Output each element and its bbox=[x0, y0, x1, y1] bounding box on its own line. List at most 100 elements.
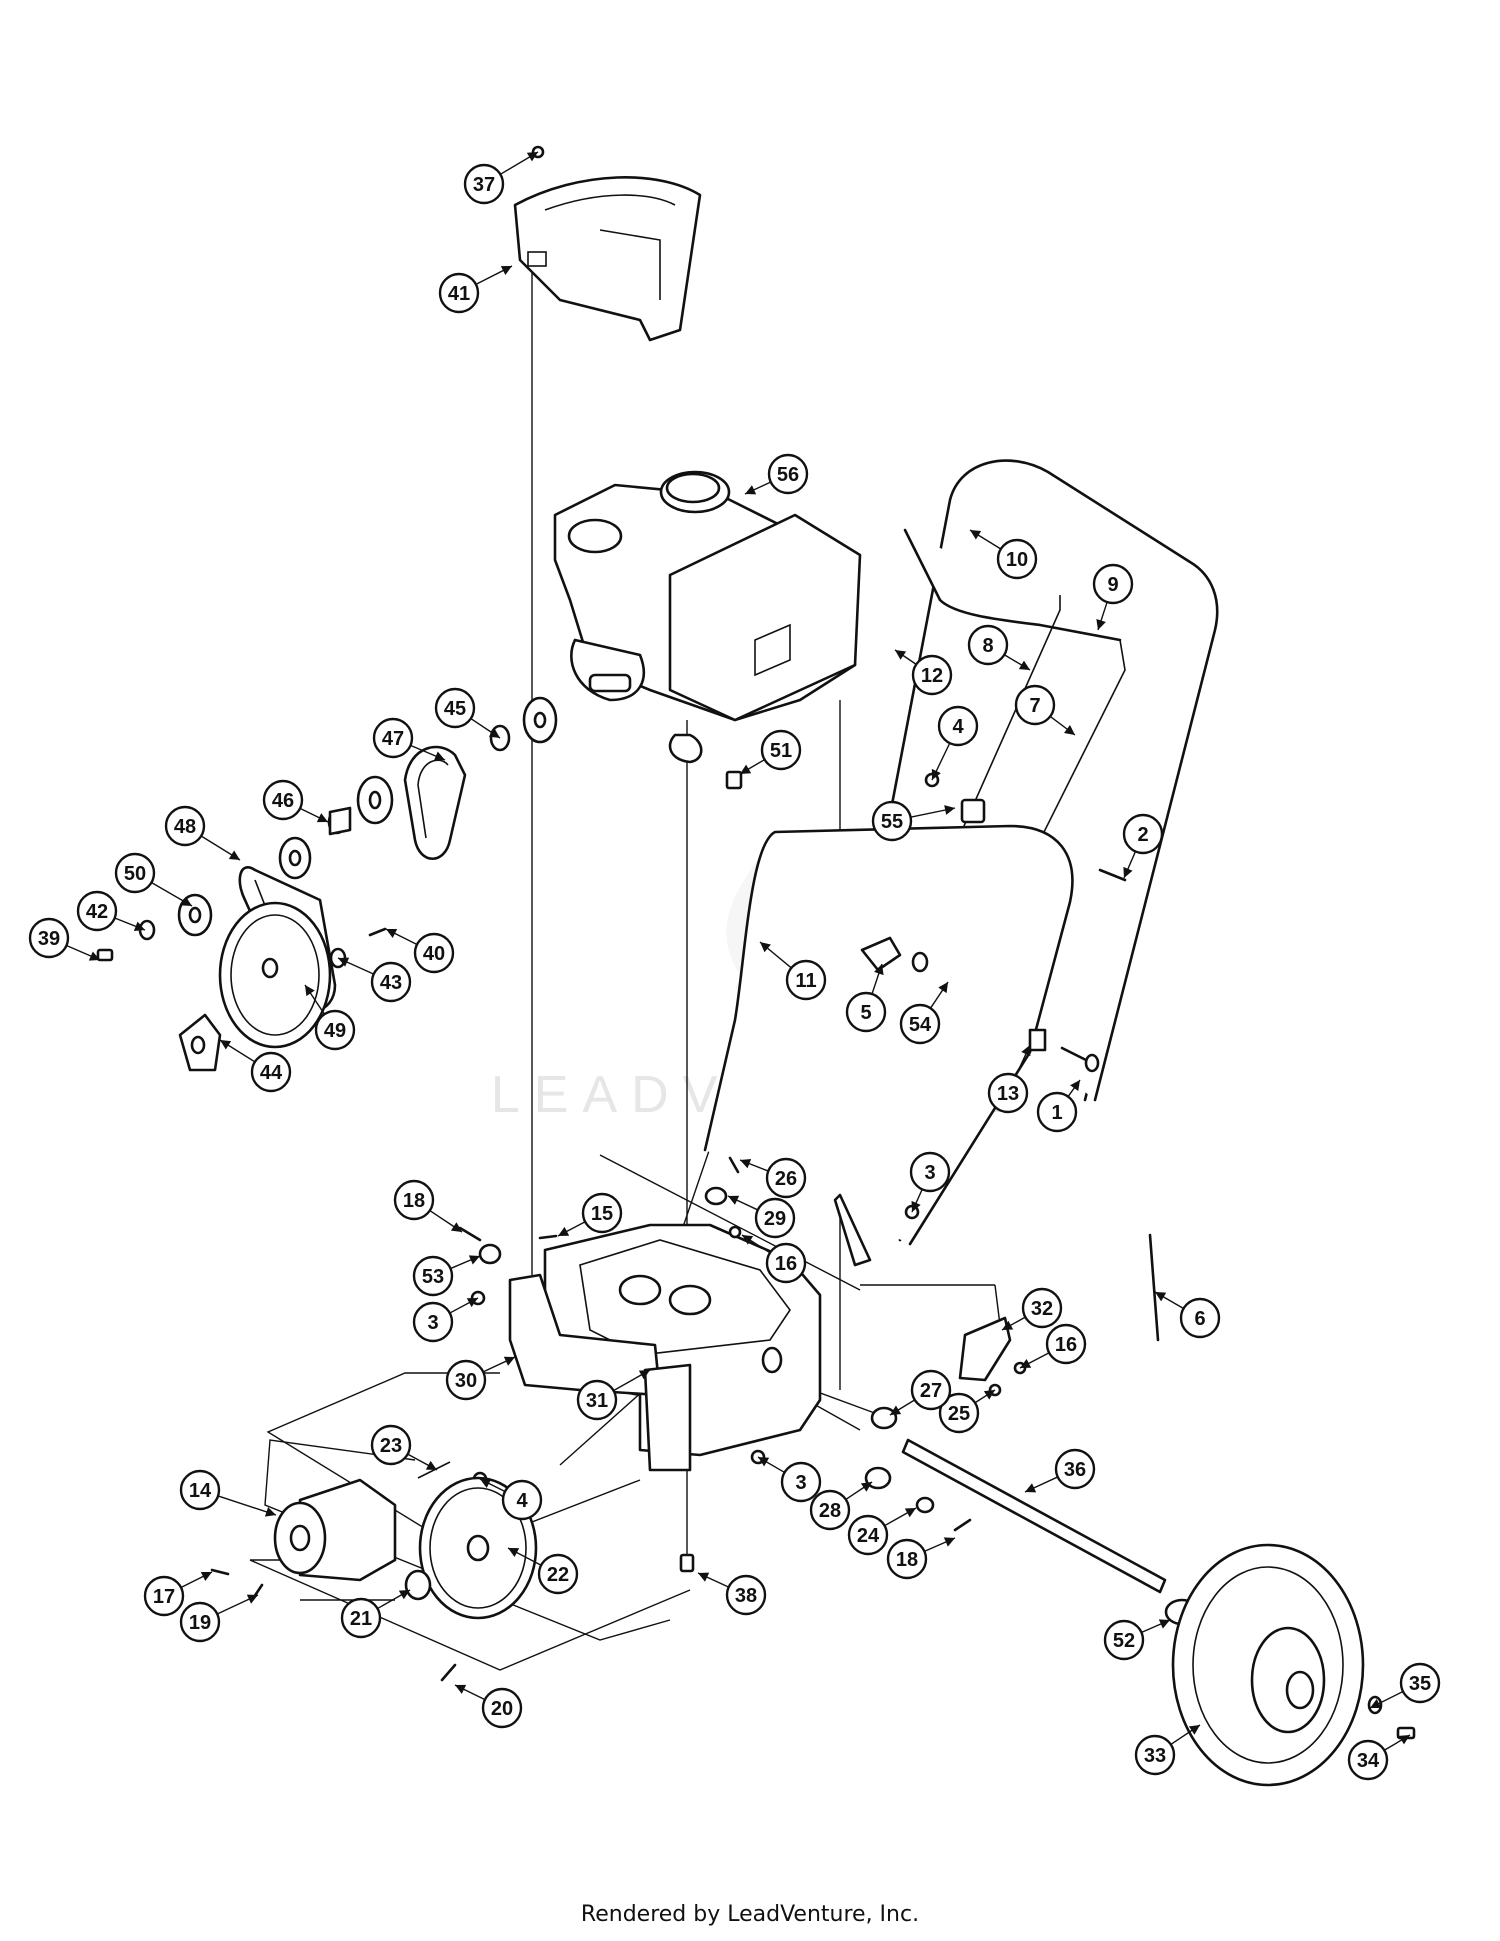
callout-43: 43 bbox=[337, 957, 412, 1003]
callout-arrowhead bbox=[740, 764, 752, 774]
footer-text: Rendered by LeadVenture, Inc. bbox=[580, 1902, 920, 1927]
callout-arrowhead bbox=[455, 1684, 467, 1694]
callout-45: 45 bbox=[434, 687, 501, 739]
callout-circle bbox=[765, 1242, 807, 1284]
callout-number: 1 bbox=[1051, 1102, 1062, 1124]
callout-circle bbox=[937, 705, 979, 747]
callout-28: 28 bbox=[809, 1481, 873, 1531]
callout-arrowhead bbox=[1370, 1699, 1382, 1708]
callout-23: 23 bbox=[370, 1424, 438, 1471]
callout-number: 7 bbox=[1029, 695, 1040, 717]
part-8-cable bbox=[939, 595, 1061, 881]
part-36-axle bbox=[901, 1438, 1167, 1594]
callout-41: 41 bbox=[438, 265, 513, 314]
callout-arrowhead bbox=[1002, 1320, 1014, 1330]
callout-circle bbox=[886, 1538, 928, 1580]
callout-circle bbox=[760, 729, 802, 771]
callout-number: 32 bbox=[1031, 1298, 1053, 1320]
part-40-bolt bbox=[368, 927, 387, 937]
callout-arrowhead bbox=[503, 1356, 515, 1366]
callout-40: 40 bbox=[385, 928, 455, 974]
callout-circle bbox=[847, 1514, 889, 1556]
callout-number: 16 bbox=[775, 1253, 797, 1275]
callout-number: 14 bbox=[189, 1480, 212, 1502]
callout-circle bbox=[871, 800, 913, 842]
callout-9: 9 bbox=[1092, 563, 1134, 631]
callout-3: 3 bbox=[412, 1297, 479, 1343]
callout-circle bbox=[1036, 1091, 1078, 1133]
callout-number: 28 bbox=[819, 1500, 841, 1522]
callout-number: 44 bbox=[260, 1062, 283, 1084]
callout-8: 8 bbox=[967, 624, 1031, 671]
part-56-engine bbox=[553, 470, 862, 764]
callout-circle bbox=[434, 687, 476, 729]
callout-number: 21 bbox=[350, 1608, 372, 1630]
part-32-bracket bbox=[958, 1316, 1012, 1382]
callout-22: 22 bbox=[507, 1547, 579, 1595]
part-20-pin bbox=[440, 1663, 457, 1682]
callout-circle bbox=[1045, 1323, 1087, 1365]
callout-31: 31 bbox=[576, 1369, 651, 1421]
part-13-carriage-nut bbox=[1028, 1028, 1047, 1052]
callout-number: 16 bbox=[1055, 1334, 1077, 1356]
callout-14: 14 bbox=[179, 1469, 277, 1517]
callout-circle bbox=[179, 1469, 221, 1511]
part-33-wheel bbox=[1171, 1543, 1365, 1787]
callout-number: 22 bbox=[547, 1564, 569, 1586]
callout-38: 38 bbox=[697, 1572, 767, 1616]
callout-12: 12 bbox=[894, 649, 953, 696]
callout-number: 53 bbox=[422, 1266, 444, 1288]
callout-number: 42 bbox=[86, 901, 108, 923]
callout-circle bbox=[1122, 813, 1164, 855]
callout-arrowhead bbox=[760, 942, 771, 953]
callout-circle bbox=[809, 1489, 851, 1531]
callout-circle bbox=[780, 1461, 822, 1503]
callout-circle bbox=[581, 1192, 623, 1234]
part-51-clip bbox=[725, 770, 743, 790]
callout-55: 55 bbox=[871, 800, 956, 842]
callout-number: 54 bbox=[909, 1014, 932, 1036]
callout-arrowhead bbox=[1018, 660, 1030, 670]
callout-circle bbox=[1021, 1287, 1063, 1329]
callout-arrowhead bbox=[488, 728, 500, 738]
callout-arrowhead bbox=[228, 850, 240, 860]
callout-circle bbox=[967, 624, 1009, 666]
callout-16: 16 bbox=[741, 1234, 807, 1284]
callout-circle bbox=[899, 1003, 941, 1045]
callout-arrowhead bbox=[1123, 866, 1133, 878]
callout-number: 48 bbox=[174, 816, 196, 838]
callout-13: 13 bbox=[987, 1044, 1031, 1114]
callout-circle bbox=[1399, 1662, 1441, 1704]
callout-number: 27 bbox=[920, 1380, 942, 1402]
callout-46: 46 bbox=[262, 779, 329, 823]
callout-number: 5 bbox=[860, 1002, 871, 1024]
callout-circle bbox=[754, 1197, 796, 1239]
callout-number: 47 bbox=[382, 728, 404, 750]
callout-54: 54 bbox=[899, 981, 949, 1045]
callout-number: 19 bbox=[189, 1612, 211, 1634]
callout-49: 49 bbox=[304, 984, 356, 1051]
callout-arrowhead bbox=[558, 1226, 570, 1236]
callout-33: 33 bbox=[1134, 1724, 1201, 1776]
callout-arrowhead bbox=[638, 1370, 650, 1380]
callout-arrowhead bbox=[860, 1482, 872, 1492]
callout-number: 4 bbox=[952, 716, 964, 738]
part-53-bushing bbox=[478, 1243, 502, 1265]
callout-circle bbox=[412, 1255, 454, 1297]
part-14-gearbox bbox=[273, 1478, 397, 1582]
callout-18: 18 bbox=[393, 1179, 463, 1233]
callout-circle bbox=[1014, 684, 1056, 726]
callout-circle bbox=[340, 1597, 382, 1639]
callout-1: 1 bbox=[1036, 1079, 1081, 1133]
callout-4: 4 bbox=[479, 1478, 543, 1521]
part-15-bolt bbox=[538, 1234, 558, 1240]
callout-36: 36 bbox=[1024, 1448, 1096, 1493]
part-6-cable-tie bbox=[1148, 1233, 1160, 1342]
callout-arrowhead bbox=[890, 1405, 902, 1415]
callout-20: 20 bbox=[454, 1684, 523, 1729]
part-16-bolt bbox=[728, 1225, 742, 1239]
part-21-pinion bbox=[404, 1569, 432, 1601]
callout-number: 45 bbox=[444, 698, 466, 720]
callout-number: 49 bbox=[324, 1020, 346, 1042]
part-23-spring bbox=[417, 1461, 451, 1479]
